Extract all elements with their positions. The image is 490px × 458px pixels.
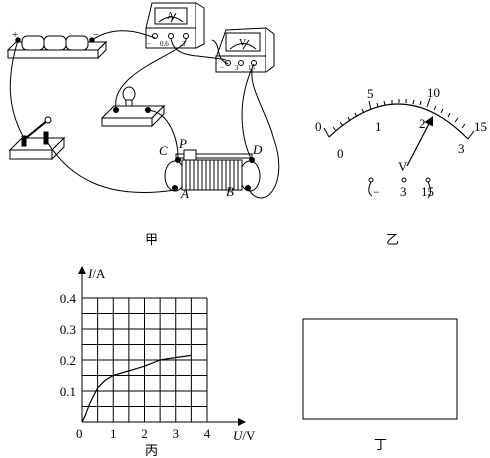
ammeter-symbol: A xyxy=(167,11,175,22)
ammeter-terminal-0-6: 0.6 xyxy=(160,40,169,48)
chart-tick-labels: 1 2 3 4 0.1 0.2 0.3 0.4 xyxy=(60,291,211,441)
dial-terminal-15-label: 15 xyxy=(421,184,434,199)
rheostat-label-b: B xyxy=(226,184,234,199)
battery-minus-label: − xyxy=(93,29,99,41)
x-tick-label: 1 xyxy=(110,426,117,441)
dial-terminal-3-label: 3 xyxy=(400,184,407,199)
ammeter-terminal-minus: − xyxy=(147,40,151,48)
dial-wire-right xyxy=(427,181,431,199)
voltmeter xyxy=(215,27,275,73)
voltmeter-symbol: V xyxy=(239,38,247,49)
x-tick-label: 3 xyxy=(173,426,180,441)
voltmeter-terminal-15: 15 xyxy=(248,64,256,72)
chart-x-axis-label: U/V xyxy=(233,428,256,443)
y-tick-label: 0.2 xyxy=(60,353,76,368)
rheostat-label-a: A xyxy=(180,186,189,201)
ammeter-terminal-3: 3 xyxy=(182,40,186,48)
y-tick-label: 0.1 xyxy=(60,384,76,399)
caption-fig-d: 丁 xyxy=(374,438,387,453)
dial-inner-2: 2 xyxy=(419,116,426,131)
battery-pack xyxy=(6,35,108,60)
rheostat-label-p: P xyxy=(178,136,187,151)
iu-chart: 1 2 3 4 0.1 0.2 0.3 0.4 0 I/A U/V xyxy=(60,266,256,443)
caption-fig-c: 丙 xyxy=(145,444,158,458)
dial-pointer xyxy=(406,115,434,167)
dial-inner-1: 1 xyxy=(375,119,382,134)
y-tick-label: 0.4 xyxy=(60,291,77,306)
x-axis-var: U xyxy=(233,428,244,443)
dial-wire-left xyxy=(368,181,373,197)
rheostat-coil xyxy=(185,160,239,190)
circuit-diagram xyxy=(6,2,280,199)
caption-fig-b: 乙 xyxy=(386,233,399,248)
dial-outer-0: 0 xyxy=(315,119,322,134)
dial-outer-15: 15 xyxy=(474,119,487,134)
dial-scale-arc xyxy=(328,103,469,140)
voltmeter-terminal-3: 3 xyxy=(235,64,239,72)
y-tick-label: 0.3 xyxy=(60,322,76,337)
y-axis-unit: /A xyxy=(92,266,106,281)
dial-terminal-minus-label: − xyxy=(373,185,380,199)
x-tick-label: 2 xyxy=(141,426,148,441)
chart-grid xyxy=(82,297,208,422)
dial-symbol-v: V xyxy=(398,159,408,174)
dial-terminal-3-post xyxy=(401,177,407,183)
x-axis-unit: /V xyxy=(242,428,256,443)
wires xyxy=(9,30,280,199)
iu-curve xyxy=(81,354,192,423)
dial-inner-3: 3 xyxy=(458,141,465,156)
dial-outer-5: 5 xyxy=(367,86,374,101)
rheostat-label-c: C xyxy=(159,143,168,158)
dial-ticks xyxy=(323,97,475,140)
lamp xyxy=(100,86,166,128)
dial-outer-10: 10 xyxy=(427,85,440,100)
rheostat-label-d: D xyxy=(252,142,263,157)
switch xyxy=(8,116,66,161)
dial-inner-0: 0 xyxy=(337,146,344,161)
y-axis-var: I xyxy=(87,266,93,281)
chart-series xyxy=(81,354,192,423)
caption-fig-a: 甲 xyxy=(145,233,158,248)
ammeter xyxy=(145,2,205,49)
battery-plus-label: + xyxy=(12,29,18,41)
dial-terminal-15-post xyxy=(425,177,431,183)
rheostat xyxy=(164,149,261,192)
voltmeter-terminal-minus: − xyxy=(220,64,224,72)
x-tick-label: 4 xyxy=(204,426,211,441)
chart-origin-label: 0 xyxy=(76,426,83,441)
dial-terminal-minus-post xyxy=(368,177,374,183)
blank-circuit-box xyxy=(302,318,458,420)
chart-y-axis-label: I/A xyxy=(87,266,106,281)
voltmeter-dial xyxy=(323,97,475,199)
